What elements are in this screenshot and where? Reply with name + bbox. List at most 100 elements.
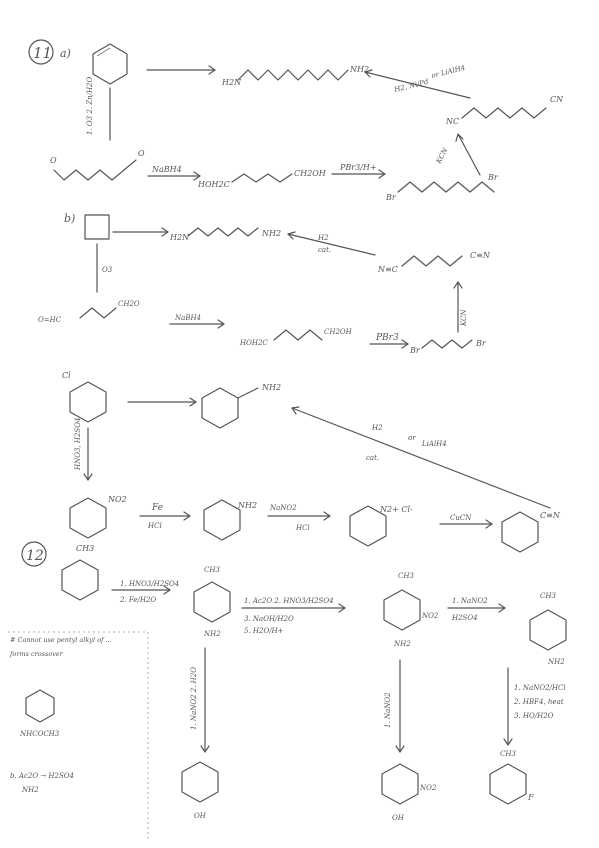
c-reagent-lialh4: LiAlH4 [421,440,447,448]
b-diamine-right: NH2 [261,229,281,238]
diamine-left-label: H2N [221,78,242,87]
p12-amine-bottom: NH2 [203,630,221,638]
p12-step4-c: 3. HO/H2O [514,712,554,720]
chlorobenzene-ring [69,381,107,423]
c-substituent: Cl [62,371,71,380]
diol-left: HOH2C [197,180,230,189]
nitrile-right: CN [550,95,564,104]
reagent-nabh4: NaBH4 [151,165,182,174]
arrow-a-kcn [457,133,481,176]
p12-fluoro-top: CH3 [500,750,516,758]
side-product-ring [181,761,219,803]
c-fe: Fe [151,503,163,513]
p12-toluene-label: CH3 [76,544,94,553]
p12-note-3b: NH2 [21,786,39,794]
c-amine: NH2 [261,383,281,392]
dialdehyde-o-right: O [138,149,145,158]
b-nitrile-right: C≡N [470,251,491,260]
b-reagent-cat: cat. [318,246,331,254]
b-dibromide-left: Br [409,346,421,355]
p12-note-2: NHCOCH3 [19,730,60,738]
c-diaz-acid: HCl [295,524,310,532]
arrow-a2 [364,71,471,99]
reagent-lialh4: or LiAlH4 [431,64,466,80]
b-nitrile-left: N≡C [377,265,398,274]
p12-int-amine: NH2 [393,640,411,648]
p12-step2-a: 1. Ac2O 2. HNO3/H2SO4 [244,597,334,605]
dibromide-right: Br [487,173,499,182]
part-a-letter: a) [60,47,71,60]
p12-side2-nitro: NO2 [419,784,437,792]
reagent-ozone: 1. O3 2. Zn/H2O [86,76,94,135]
p12-side2-bottom: OH [392,814,405,822]
b-dialdehyde-left: O=HC [38,316,62,324]
c-reagent-cat: cat. [366,454,379,462]
problem-12-number: 12 [26,548,44,564]
dibromide-left: Br [385,193,397,202]
b-reagent-o3: O3 [102,266,113,274]
b-dibromide-right: Br [475,339,487,348]
part-b-letter: b) [64,212,75,225]
arrow-c-reduction [291,407,551,509]
b-dialdehyde-right: CH2O [118,300,140,308]
benzylamine-ring [201,387,239,429]
problem-12-scheme: 12 CH3 1. HNO3/H2SO4 2. Fe/H2O CH3 NH2 1… [8,541,567,840]
dialdehyde-chain [53,159,137,181]
p12-note-1: # Cannot use pentyl alkyl of ... [10,636,112,644]
c-diazotization: NaNO2 [269,504,297,512]
toluidine-ring [193,581,231,623]
nitrobenzene-ring [69,497,107,539]
p12-step2-c: 5. H2O/H+ [244,627,284,635]
c-nitrile: C≡N [540,511,561,520]
benzonitrile-ring [501,511,539,553]
p12-side-vertical-1: 1. NaNO2 2. H2O [190,667,198,730]
nitrile-left: NC [445,117,459,126]
side-product2-ring [381,763,419,805]
b-diol-chain [273,329,323,341]
b-reagent-h2: H2 [317,234,329,242]
b-diamine-left: H2N [169,233,190,242]
p12-step3-b: H2SO4 [451,614,478,622]
nitrile-chain [461,107,547,119]
diol-chain [231,173,293,183]
reagent-pbr3: PBr3/H+ [339,163,377,172]
p12-note-3: b. Ac2O → H2SO4 [10,772,74,780]
b-nitrile-chain [401,255,463,267]
p12-fluoro-bottom: F [527,793,534,802]
diol-right: CH2OH [294,169,327,178]
aniline-ring [203,499,241,541]
b-diol-left: HOH2C [239,339,268,347]
b-reagent-pbr3: PBr3 [375,333,399,343]
reagent-kcn: KCN [434,146,450,166]
p12-int-nitro: NO2 [421,612,439,620]
p12-amine-top: CH3 [204,566,220,574]
cyclohexene-ring [92,43,128,85]
b-dibromide-chain [421,339,473,349]
c-reagent-or: or [408,434,416,442]
fluoro-ring [489,763,527,805]
part-b-scheme: b) H2N NH2 H2 cat. N≡C C≡N O3 O=HC CH2O … [38,212,491,355]
b-reagent-nabh4: NaBH4 [174,314,201,322]
dialdehyde-o-left: O [50,156,57,165]
p12-step1-a: 1. HNO3/H2SO4 [120,580,179,588]
note-ring [25,689,55,723]
c-nitro: NO2 [107,495,127,504]
p12-product-top: CH3 [540,592,556,600]
b-diamine-chain [187,227,259,237]
c-reagent-h2: H2 [371,424,383,432]
c-diazonium: N2+ Cl- [379,505,413,514]
p12-step3-a: 1. NaNO2 [452,597,488,605]
c-cucn: CuCN [450,514,472,522]
intermediate-ring [383,589,421,631]
b-dialdehyde-chain [79,307,117,319]
diazonium-ring [349,505,387,547]
p12-step2-b: 3. NaOH/H2O [244,615,294,623]
problem-12-circle [21,541,47,567]
part-c-scheme: Cl NH2 H2 or LiAlH4 cat. HNO3, H2SO4 NO2… [62,371,561,553]
toluene-ring [61,559,99,601]
p12-step1-b: 2. Fe/H2O [119,596,156,604]
product-ring [529,609,567,651]
p12-side-vertical-2: 1. NaNO2 [384,692,392,728]
diamine-chain [237,69,349,81]
